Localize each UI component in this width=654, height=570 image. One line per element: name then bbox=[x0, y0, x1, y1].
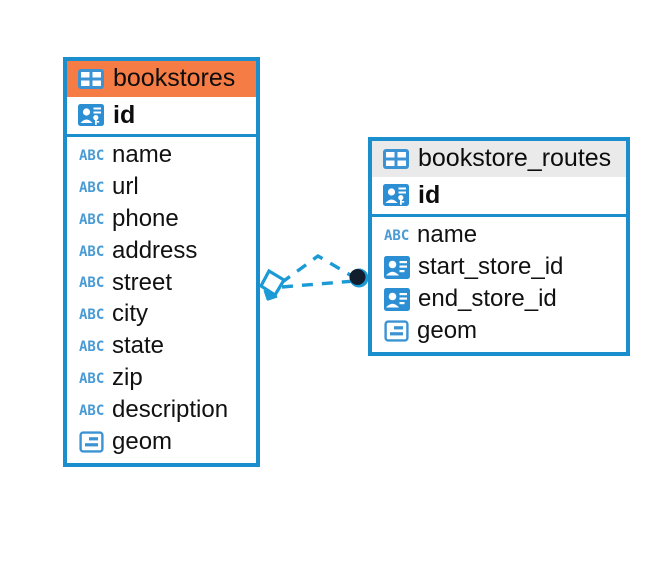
primary-key-icon bbox=[78, 104, 104, 126]
field-name: start_store_id bbox=[418, 252, 564, 280]
field-row[interactable]: ABC description bbox=[67, 395, 256, 427]
field-row[interactable]: ABC street bbox=[67, 268, 256, 300]
field-row[interactable]: ABC name bbox=[372, 220, 626, 252]
field-row[interactable]: ABC address bbox=[67, 236, 256, 268]
field-list-bookstore-routes: ABC name start_store_id bbox=[372, 217, 626, 352]
field-row[interactable]: ABC phone bbox=[67, 204, 256, 236]
text-abc-icon: ABC bbox=[79, 339, 104, 354]
svg-text:ABC: ABC bbox=[79, 371, 104, 386]
svg-text:ABC: ABC bbox=[79, 275, 104, 290]
entity-table-bookstore-routes[interactable]: bookstore_routes id ABC name bbox=[368, 137, 630, 356]
table-icon bbox=[383, 148, 409, 169]
svg-text:ABC: ABC bbox=[384, 228, 409, 243]
field-name: geom bbox=[417, 316, 478, 344]
text-abc-icon: ABC bbox=[79, 148, 104, 163]
field-row[interactable]: geom bbox=[67, 427, 256, 459]
field-name: id bbox=[418, 180, 441, 209]
text-abc-icon: ABC bbox=[79, 403, 104, 418]
field-name: end_store_id bbox=[418, 284, 557, 312]
foreign-key-icon bbox=[384, 287, 410, 311]
field-row[interactable]: ABC name bbox=[67, 140, 256, 172]
field-name: description bbox=[112, 396, 229, 423]
field-name: zip bbox=[112, 364, 143, 392]
svg-text:ABC: ABC bbox=[79, 180, 104, 195]
text-abc-icon: ABC bbox=[79, 244, 104, 259]
svg-text:ABC: ABC bbox=[79, 148, 104, 163]
text-abc-icon: ABC bbox=[79, 371, 104, 386]
field-row[interactable]: start_store_id bbox=[372, 252, 626, 284]
foreign-key-icon bbox=[384, 255, 410, 279]
field-row[interactable]: ABC url bbox=[67, 172, 256, 204]
field-list-bookstores: ABC name ABC url ABC phone ABC bbox=[67, 137, 256, 463]
field-row-primary-key[interactable]: id bbox=[372, 177, 626, 217]
text-abc-icon: ABC bbox=[79, 307, 104, 322]
entity-table-bookstores[interactable]: bookstores id ABC name bbox=[63, 57, 260, 467]
field-name: phone bbox=[112, 204, 179, 232]
svg-text:ABC: ABC bbox=[79, 403, 104, 418]
svg-text:ABC: ABC bbox=[79, 307, 104, 322]
field-name: url bbox=[112, 172, 139, 200]
relationship-line-upper bbox=[279, 253, 358, 285]
field-name: city bbox=[112, 300, 148, 328]
text-abc-icon: ABC bbox=[79, 212, 104, 227]
field-name: name bbox=[112, 141, 173, 168]
field-name: name bbox=[417, 221, 478, 248]
diamond-endpoint-icon bbox=[258, 268, 287, 301]
field-name: geom bbox=[112, 427, 173, 455]
text-abc-icon: ABC bbox=[79, 275, 104, 290]
geometry-icon bbox=[79, 431, 104, 453]
geometry-icon bbox=[384, 320, 409, 342]
svg-text:ABC: ABC bbox=[79, 339, 104, 354]
field-row[interactable]: ABC zip bbox=[67, 363, 256, 395]
field-row[interactable]: geom bbox=[372, 316, 626, 348]
field-row-primary-key[interactable]: id bbox=[67, 97, 256, 137]
entity-header-bookstores[interactable]: bookstores bbox=[67, 61, 256, 97]
field-name: id bbox=[113, 100, 136, 129]
svg-text:ABC: ABC bbox=[79, 212, 104, 227]
field-name: address bbox=[112, 236, 198, 264]
entity-header-bookstore-routes[interactable]: bookstore_routes bbox=[372, 141, 626, 177]
primary-key-icon bbox=[383, 184, 409, 206]
field-row[interactable]: ABC state bbox=[67, 331, 256, 363]
entity-title: bookstores bbox=[113, 64, 236, 92]
table-icon bbox=[78, 68, 104, 89]
relationship-line-lower bbox=[281, 279, 356, 289]
field-row[interactable]: ABC city bbox=[67, 299, 256, 331]
text-abc-icon: ABC bbox=[79, 180, 104, 195]
field-row[interactable]: end_store_id bbox=[372, 284, 626, 316]
field-name: street bbox=[112, 268, 173, 296]
entity-title: bookstore_routes bbox=[418, 144, 612, 172]
svg-text:ABC: ABC bbox=[79, 244, 104, 259]
circle-endpoint-icon bbox=[349, 268, 369, 288]
field-name: state bbox=[112, 332, 165, 360]
text-abc-icon: ABC bbox=[384, 228, 409, 243]
